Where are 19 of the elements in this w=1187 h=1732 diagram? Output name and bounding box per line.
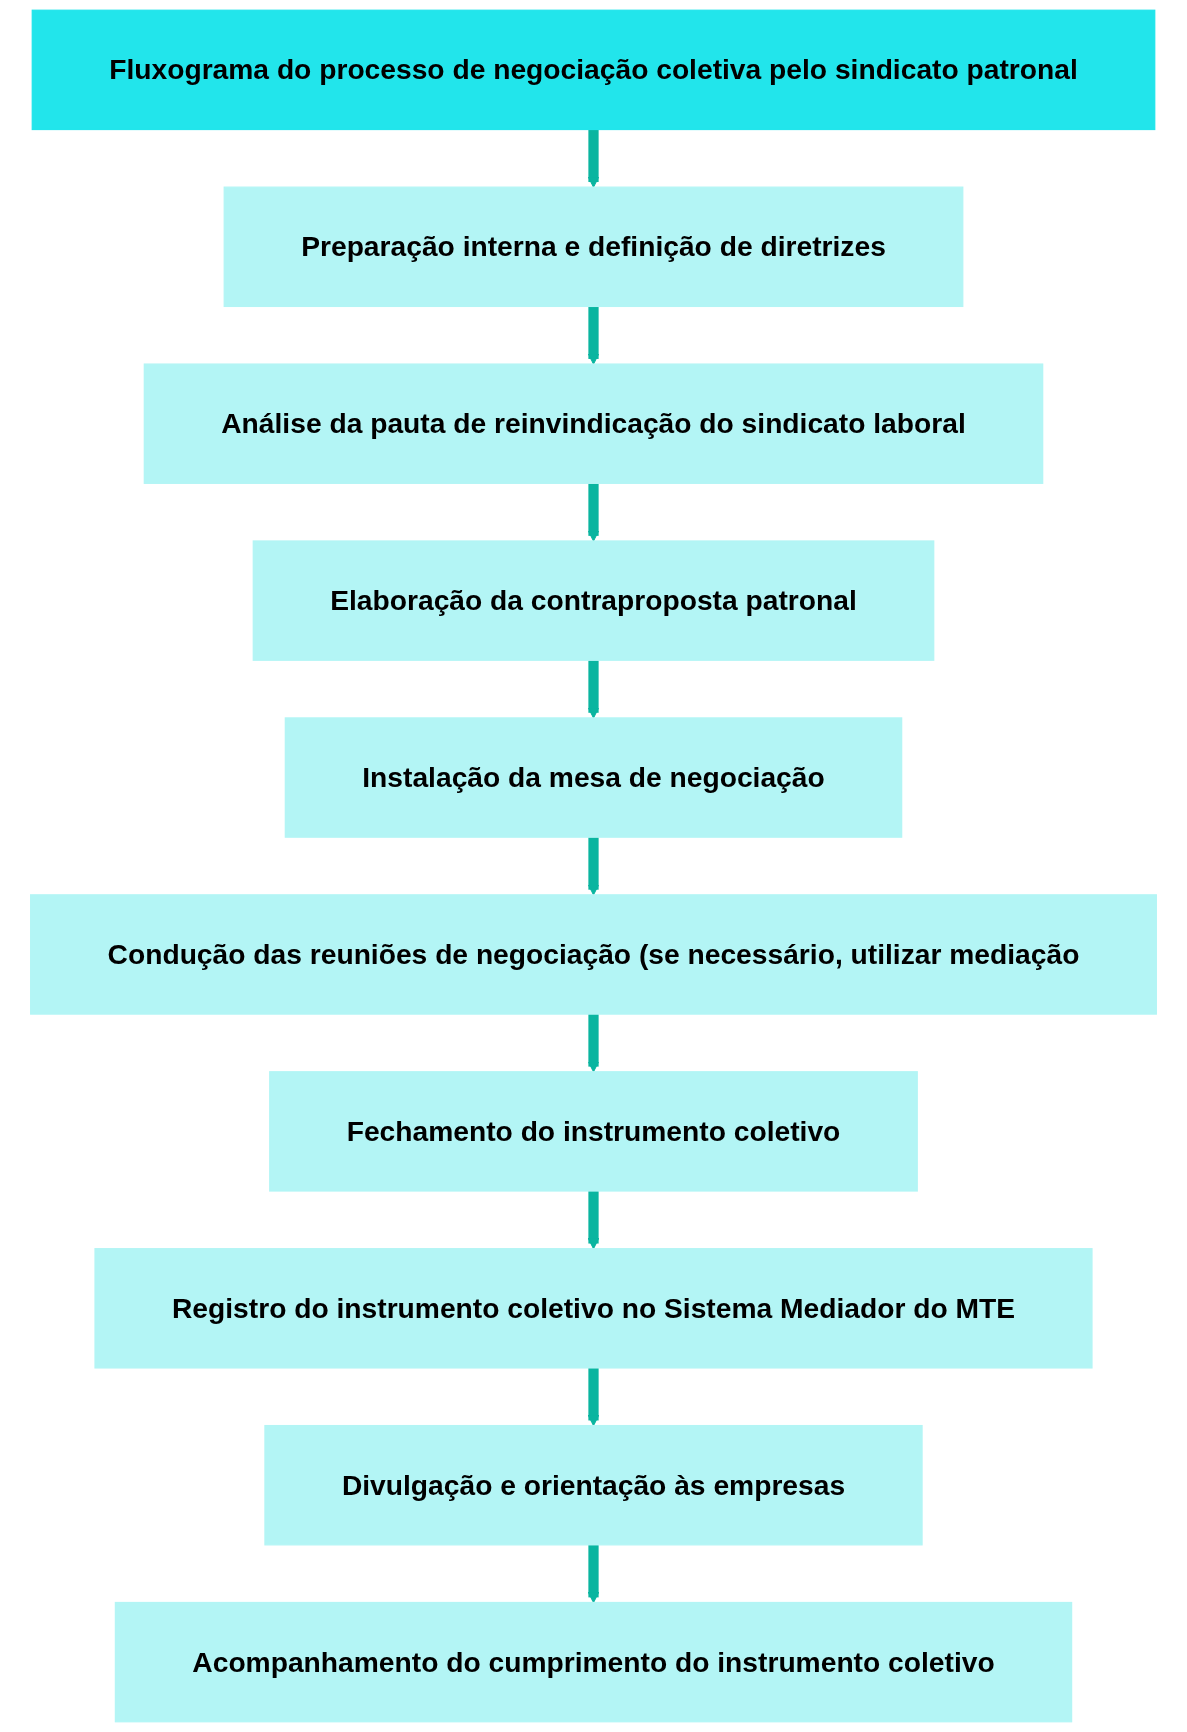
- arrow: [587, 836, 600, 896]
- arrow: [587, 1190, 600, 1250]
- arrow: [587, 1544, 600, 1604]
- node-box: Instalação da mesa de negociação: [284, 717, 903, 838]
- node-box: Fluxograma do processo de negociação coletiva pelo sindicato patronal: [31, 9, 1156, 131]
- node-box: Registro do instrumento coletivo no Sistema Mediador do MTE: [94, 1248, 1093, 1369]
- node-box: Análise da pauta de reinvindicação do sindicato laboral: [143, 363, 1044, 484]
- arrow: [587, 306, 600, 365]
- node-box: Fechamento do instrumento coletivo: [269, 1071, 918, 1192]
- arrow: [587, 1013, 600, 1073]
- arrow: [587, 659, 600, 719]
- arrow: [587, 483, 600, 542]
- arrow: [587, 1367, 600, 1427]
- node-box: Divulgação e orientação às empresas: [264, 1424, 923, 1546]
- node-box: Condução das reuniões de negociação (se necessário, utilizar mediação: [30, 894, 1157, 1015]
- node-box: Acompanhamento do cumprimento do instrumento coletivo: [114, 1601, 1073, 1723]
- arrow: [587, 129, 600, 188]
- node-box: Preparação interna e definição de diretrizes: [223, 186, 964, 308]
- node-box: Elaboração da contraproposta patronal: [252, 540, 935, 661]
